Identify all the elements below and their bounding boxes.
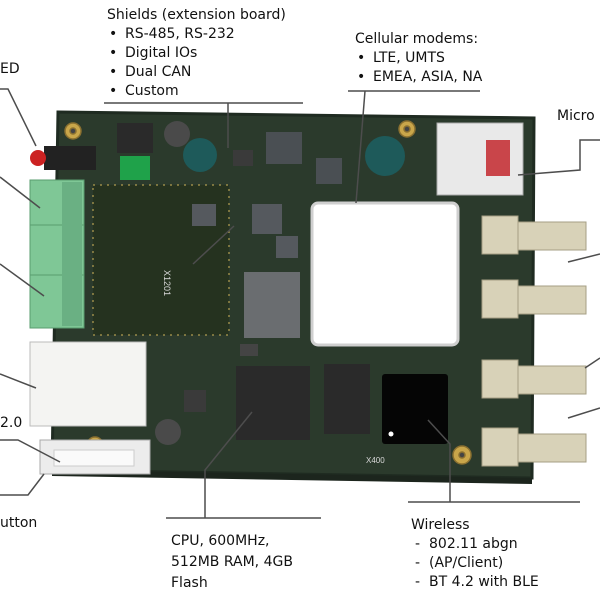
cpu-line: 512MB RAM, 4GB xyxy=(171,554,293,570)
leader-lines xyxy=(0,88,600,519)
sma-connectors xyxy=(481,215,587,467)
wireless-label: Wireless 802.11 abgn (AP/Client) BT 4.2 … xyxy=(411,516,539,592)
sim-slot xyxy=(436,122,524,196)
module-id-text: X1201 xyxy=(162,270,172,296)
wireless-list: 802.11 abgn (AP/Client) BT 4.2 with BLE xyxy=(411,535,539,592)
wireless-module xyxy=(382,374,448,444)
shields-title: Shields (extension board) xyxy=(107,7,286,23)
shields-label: Shields (extension board) RS-485, RS-232… xyxy=(107,6,286,101)
cellular-title: Cellular modems: xyxy=(355,31,479,47)
led-label: ED xyxy=(0,61,20,77)
ram-chip xyxy=(324,364,370,434)
shields-item: RS-485, RS-232 xyxy=(107,25,286,44)
shields-item: Dual CAN xyxy=(107,63,286,82)
cpu-label: CPU, 600MHz, 512MB RAM, 4GB Flash xyxy=(171,531,293,594)
shield-components xyxy=(117,121,405,184)
misc-chips xyxy=(240,204,300,356)
capacitor xyxy=(155,419,181,445)
small-silkscreen: X400 xyxy=(366,456,385,465)
ethernet-connector xyxy=(29,341,147,427)
wireless-title: Wireless xyxy=(411,517,470,533)
cellular-modem xyxy=(310,201,460,347)
led xyxy=(30,146,96,170)
micro-sim-label: Micro xyxy=(557,108,595,124)
cellular-item: EMEA, ASIA, NA xyxy=(355,68,482,87)
usb-label: 2.0 xyxy=(0,415,23,431)
shields-item: Custom xyxy=(107,82,286,101)
usb-connector xyxy=(39,439,151,475)
misc-chip-small xyxy=(184,390,206,412)
button-label: utton xyxy=(0,515,38,531)
cpu-line: Flash xyxy=(171,575,208,591)
shields-list: RS-485, RS-232 Digital IOs Dual CAN Cust… xyxy=(107,25,286,101)
cellular-label: Cellular modems: LTE, UMTS EMEA, ASIA, N… xyxy=(355,30,482,87)
pcb-edge xyxy=(52,470,532,484)
wireless-item: 802.11 abgn xyxy=(411,535,539,554)
cellular-item: LTE, UMTS xyxy=(355,49,482,68)
system-module: X1201 xyxy=(92,184,230,336)
wireless-item: (AP/Client) xyxy=(411,554,539,573)
cellular-list: LTE, UMTS EMEA, ASIA, NA xyxy=(355,49,482,87)
cpu-chip xyxy=(236,366,310,440)
shields-item: Digital IOs xyxy=(107,44,286,63)
wireless-item: BT 4.2 with BLE xyxy=(411,573,539,592)
cpu-line: CPU, 600MHz, xyxy=(171,533,270,549)
terminal-block xyxy=(29,179,85,329)
